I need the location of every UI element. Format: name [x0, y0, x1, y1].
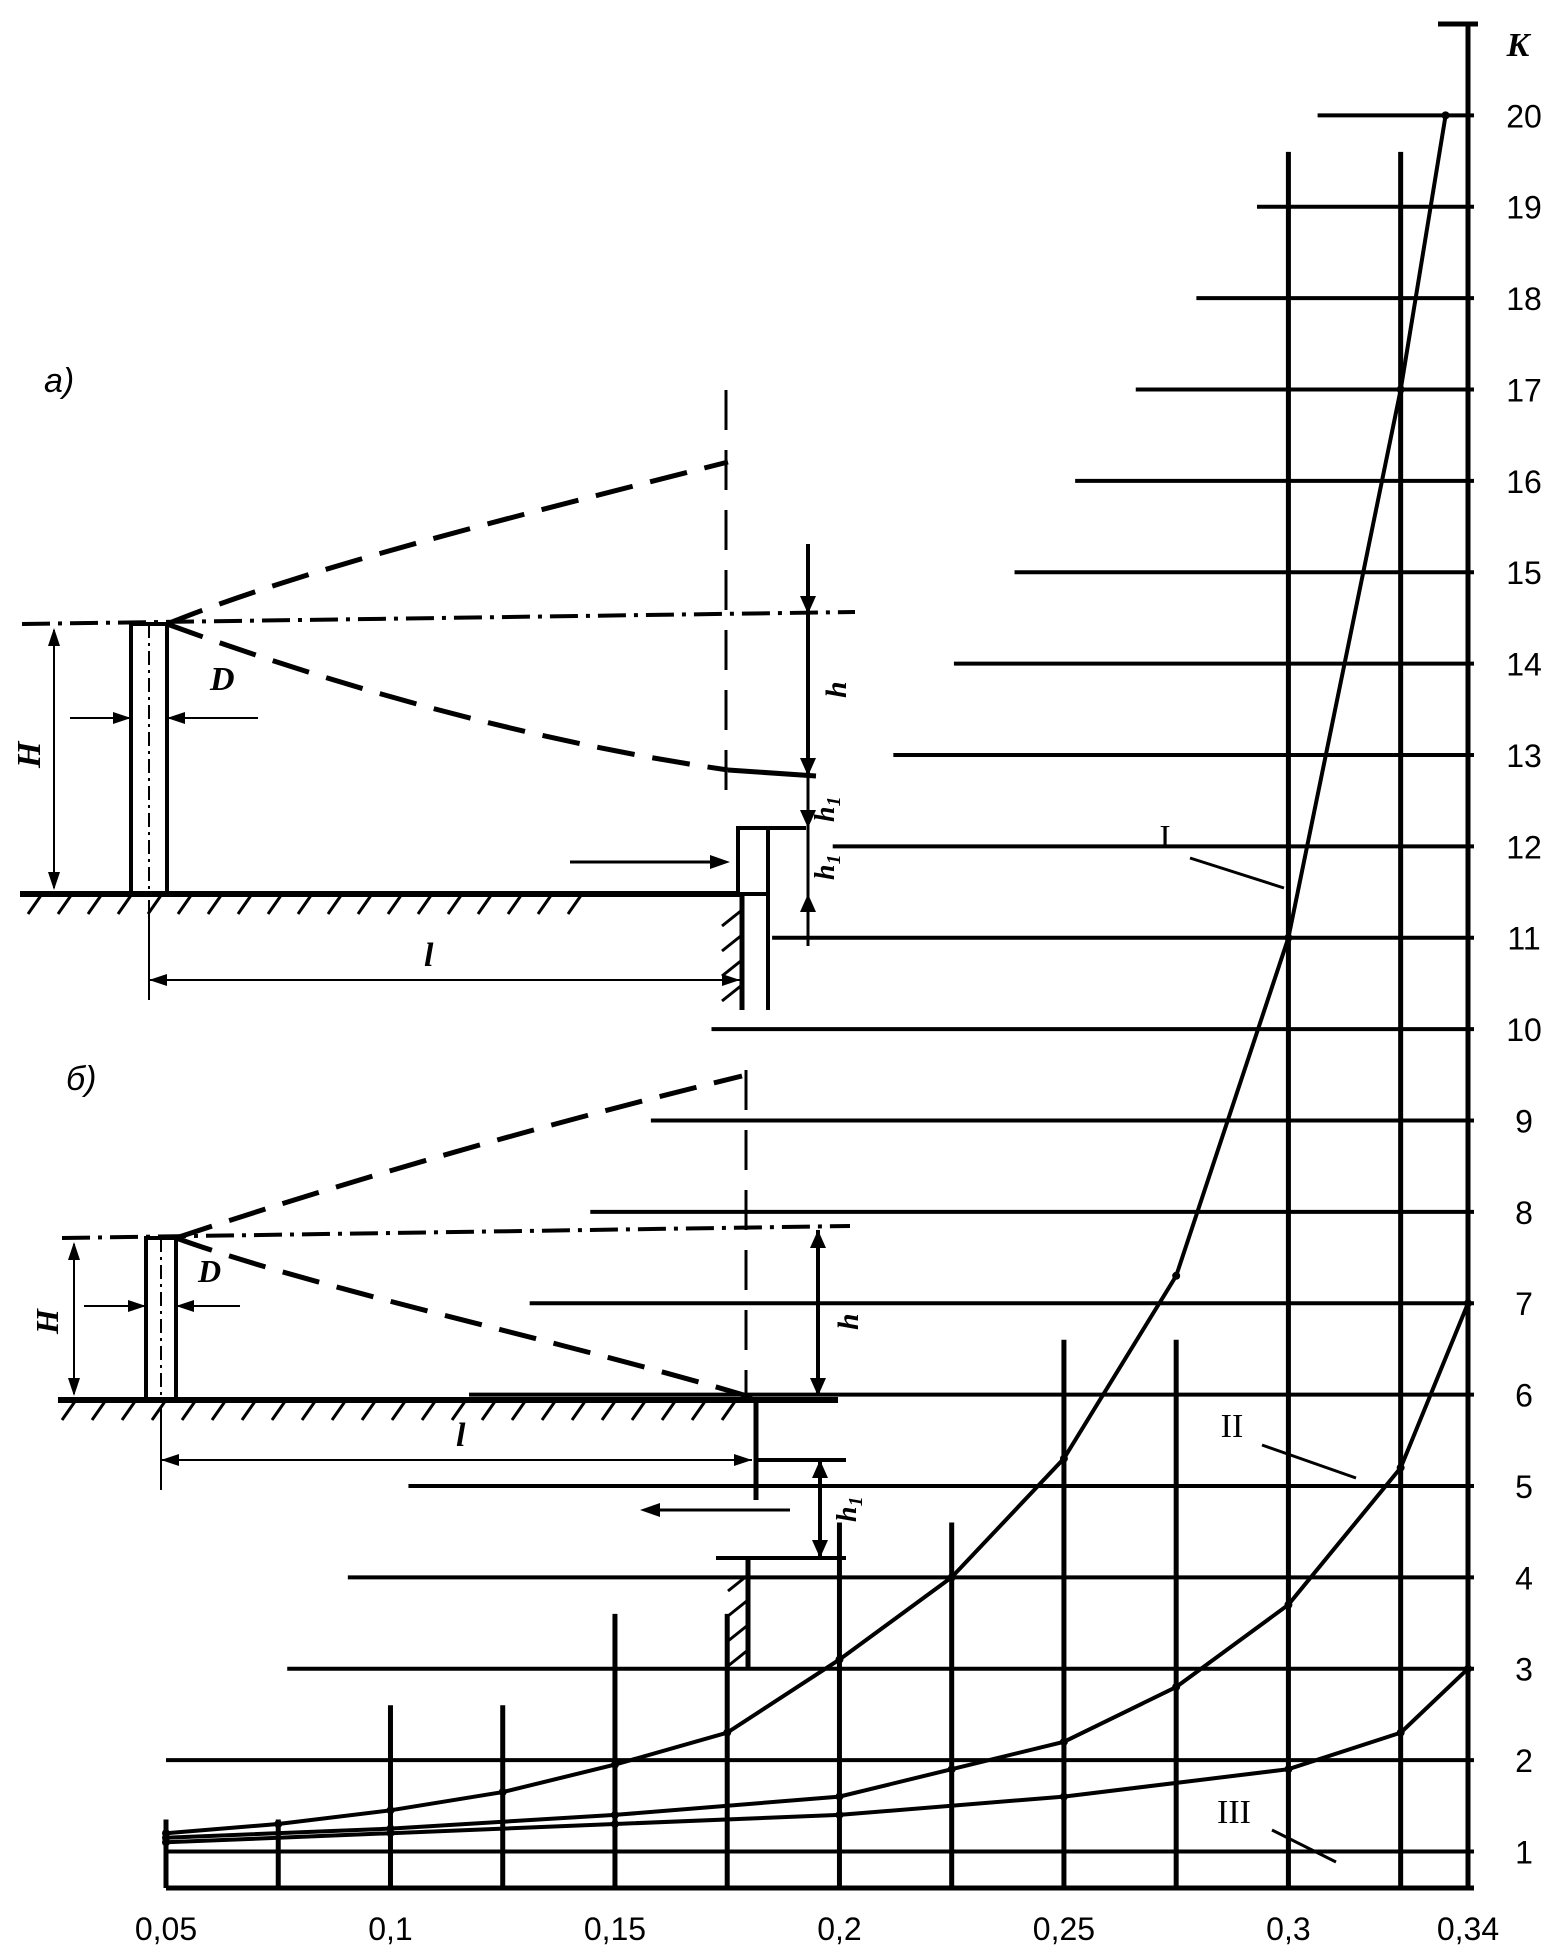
ground-hatching-a [26, 893, 584, 915]
label-h1-upper-a: h1 [810, 796, 845, 822]
y-tick-label: 6 [1515, 1378, 1533, 1414]
series-point-i [610, 1760, 619, 1769]
series-point-iii [1464, 1664, 1472, 1673]
y-tick-label: 15 [1506, 555, 1542, 591]
schematic-diagrams: а) [11, 362, 867, 1670]
panel-a-label: а) [44, 362, 74, 400]
y-tick-label: 18 [1506, 281, 1542, 317]
wall-hatching-a [721, 908, 743, 1003]
series-point-i [1284, 933, 1293, 942]
y-tick-label: 1 [1515, 1834, 1533, 1870]
series-point-iii [1284, 1765, 1293, 1774]
series-point-i [274, 1820, 283, 1829]
y-tick-label: 12 [1506, 829, 1542, 865]
series-point-i [386, 1806, 395, 1815]
y-tick-label: 11 [1507, 921, 1540, 957]
x-tick-label: 0,15 [584, 1911, 646, 1947]
outlet-opening-a [736, 826, 770, 896]
label-h1-b: h1 [832, 1496, 867, 1522]
series-curve-ii [165, 1302, 1470, 1840]
series-label-iii: III [1217, 1794, 1251, 1831]
y-tick-label: 2 [1515, 1743, 1533, 1779]
jet-lower-boundary-b [175, 1235, 755, 1401]
x-tick-label: 0,05 [135, 1911, 197, 1947]
y-tick-label: 13 [1506, 738, 1542, 774]
series-point-ii [610, 1810, 619, 1819]
series-point-i [1396, 385, 1405, 394]
label-H-b: H [29, 1308, 65, 1335]
series-point-iii [835, 1810, 844, 1819]
y-tick-label: 7 [1515, 1286, 1533, 1322]
x-tick-label: 0,3 [1266, 1911, 1310, 1947]
series-curve-iii [165, 1667, 1470, 1845]
series-point-iii [610, 1820, 619, 1829]
y-tick-label: 20 [1506, 98, 1542, 134]
y-tick-label: 14 [1506, 647, 1542, 683]
ground-hatching-b [60, 1399, 738, 1421]
label-D-b: D [197, 1253, 221, 1289]
series-point-ii [947, 1765, 956, 1774]
panel-b-label: б) [66, 1060, 96, 1098]
label-l-b: l [456, 1417, 466, 1454]
x-tick-label: 0,34 [1437, 1911, 1499, 1947]
jet-axis-b [61, 1224, 851, 1240]
series-point-i [1441, 111, 1450, 120]
y-tick-label: 5 [1515, 1469, 1533, 1505]
series-point-i [723, 1728, 732, 1737]
series-label-i: I [1159, 819, 1170, 856]
series-point-iii [162, 1838, 170, 1847]
series-leader-i [1189, 856, 1285, 890]
series-leader-ii [1261, 1443, 1357, 1480]
series-point-ii [1464, 1299, 1472, 1308]
series-point-ii [1059, 1737, 1068, 1746]
series-point-i [835, 1655, 844, 1664]
series-point-ii [1172, 1682, 1181, 1691]
y-tick-label: 19 [1506, 190, 1542, 226]
label-h1-lower-a: h1 [810, 854, 845, 880]
series-point-i [947, 1573, 956, 1582]
series-leader-iii [1271, 1828, 1337, 1864]
y-tick-label: 16 [1506, 464, 1542, 500]
label-H-a: H [11, 740, 48, 769]
series-point-iii [1396, 1728, 1405, 1737]
series-point-iii [1059, 1792, 1068, 1801]
jet-upper-boundary-b [175, 1073, 743, 1241]
jet-upper-boundary-a [166, 459, 729, 627]
y-axis-label: K [1506, 27, 1532, 64]
series-point-i [1172, 1271, 1181, 1280]
label-l-a: l [424, 937, 434, 974]
label-D-a: D [209, 661, 235, 698]
y-tick-label: 9 [1515, 1103, 1533, 1139]
jet-lower-boundary-a [166, 621, 729, 773]
series-point-i [1059, 1454, 1068, 1463]
x-tick-label: 0,2 [817, 1911, 861, 1947]
jet-axis-a [21, 610, 856, 626]
series-point-ii [1396, 1463, 1405, 1472]
label-h-a: h [820, 681, 853, 698]
series-point-ii [1284, 1600, 1293, 1609]
wall-hatching-b [727, 1573, 749, 1668]
y-tick-label: 10 [1506, 1012, 1542, 1048]
label-h-b: h [832, 1313, 865, 1330]
y-tick-label: 3 [1515, 1652, 1533, 1688]
jet-end-a [727, 767, 817, 779]
y-tick-label: 4 [1515, 1560, 1533, 1596]
x-tick-label: 0,25 [1033, 1911, 1095, 1947]
series-point-ii [835, 1792, 844, 1801]
y-tick-label: 8 [1515, 1195, 1533, 1231]
y-tick-label: 17 [1506, 372, 1542, 408]
x-tick-label: 0,1 [368, 1911, 412, 1947]
series-label-ii: II [1221, 1408, 1244, 1445]
series-point-iii [386, 1829, 395, 1838]
series-point-i [498, 1788, 507, 1797]
